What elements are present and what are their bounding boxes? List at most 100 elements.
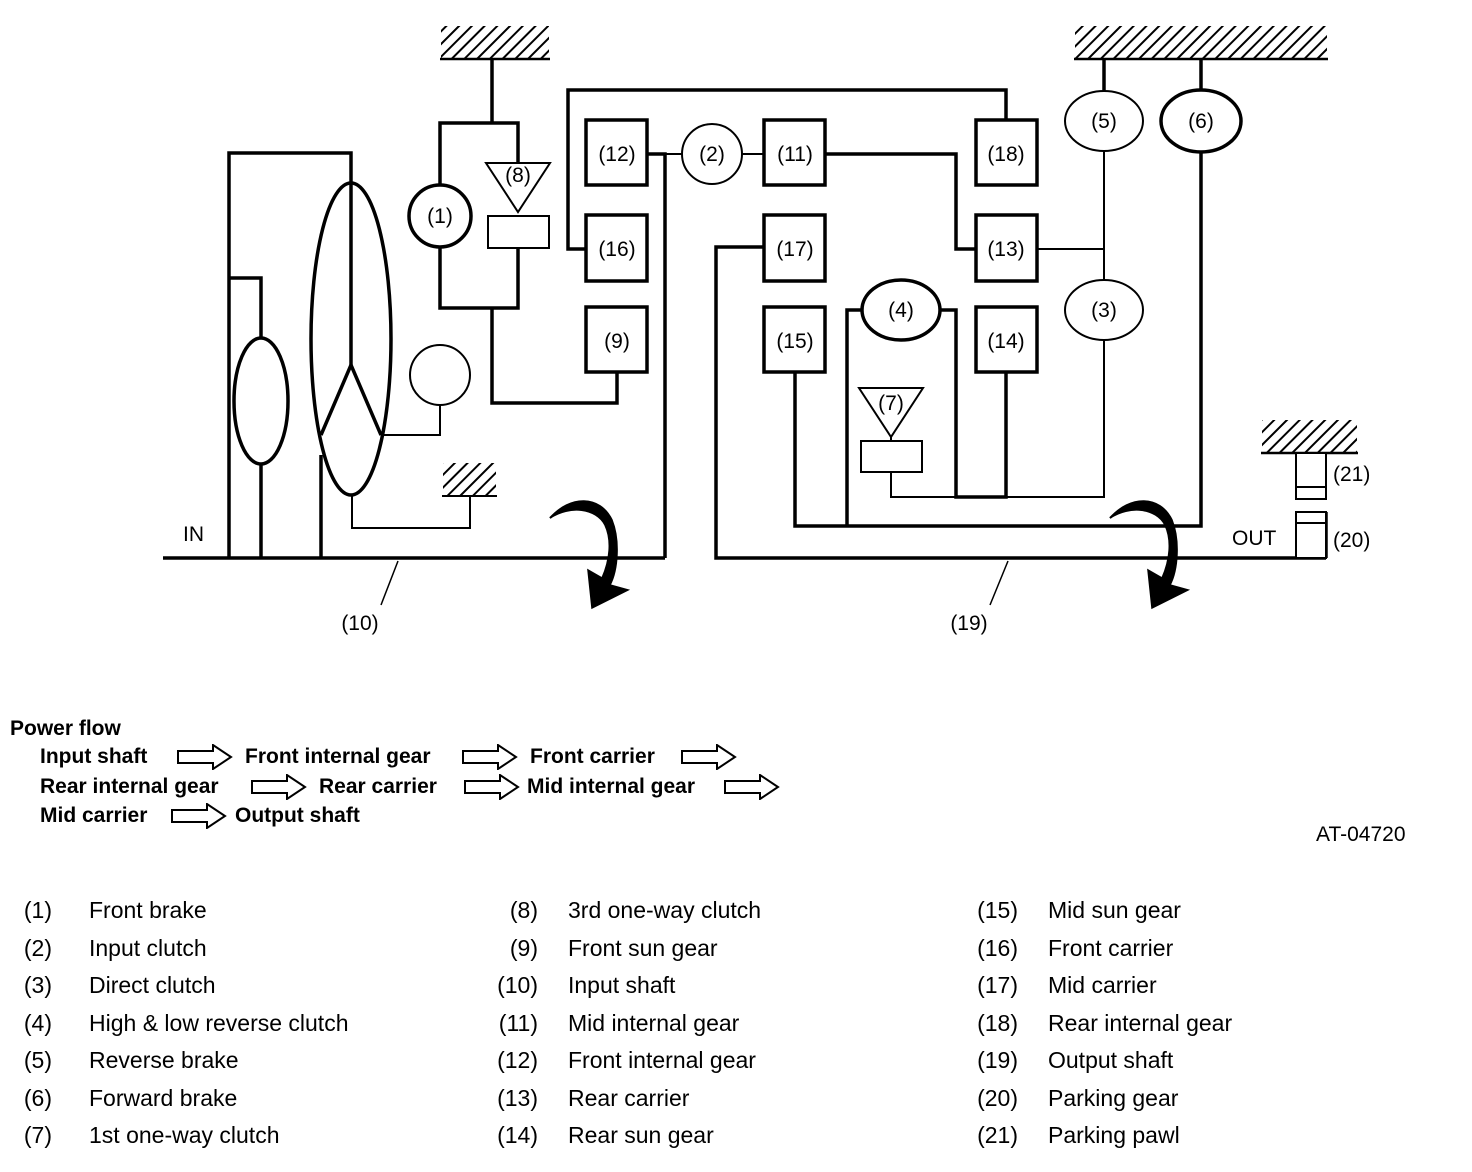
forward-brake: (6) [1159,88,1243,154]
legend-label: Front sun gear [568,935,718,961]
power-flow-step-1: Input shaft [40,745,148,768]
svg-text:(11): (11) [777,143,813,166]
rotation-arrow-output [1109,500,1191,610]
power-flow-step-8: Output shaft [235,804,360,827]
power-flow-arrow-icon [251,774,307,800]
svg-text:(13): (13) [987,238,1024,261]
legend-label: Rear carrier [568,1085,690,1111]
legend-number: (17) [977,972,1018,998]
rear-internal-gear [974,118,1039,187]
legend-number: (21) [977,1122,1018,1148]
legend-number: (12) [497,1047,538,1073]
power-flow-arrow-icon [171,803,227,829]
front-carrier [584,213,649,283]
legend-number: (14) [497,1122,538,1148]
power-flow-step-7: Mid carrier [40,804,148,827]
svg-text:(20): (20) [1333,529,1370,552]
legend-label: Front carrier [1048,935,1174,961]
legend-label: Input shaft [568,972,676,998]
reverse-brake: (5) [1064,90,1144,152]
in-label: IN [183,523,204,546]
rear-sun-gear [974,305,1039,374]
parking-pawl: (21) [1295,452,1370,500]
legend-label: Parking gear [1048,1085,1179,1111]
legend-label: High & low reverse clutch [89,1010,349,1036]
legend-number: (1) [23,897,52,923]
svg-text:(5): (5) [1091,110,1117,133]
front-internal-gear [584,118,649,187]
svg-text:(8): (8) [505,164,531,187]
power-flow-step-3: Front carrier [530,745,655,768]
first-one-way-clutch: (7) [857,387,925,473]
legend-label: Output shaft [1048,1047,1174,1073]
legend-number: (18) [977,1010,1018,1036]
legend-number: (3) [23,972,52,998]
legend-label: Rear internal gear [1048,1010,1233,1036]
housing-ground-mid [443,463,496,495]
input-clutch: (2) [681,123,743,185]
svg-text:(3): (3) [1091,299,1117,322]
legend-number: (6) [23,1085,52,1111]
legend-label: Parking pawl [1048,1122,1180,1148]
power-flow-arrow-icon [724,774,780,800]
legend-label: Mid internal gear [568,1010,740,1036]
power-flow-step-4: Rear internal gear [40,775,219,798]
legend-number: (15) [977,897,1018,923]
legend-number: (13) [497,1085,538,1111]
parking-gear: (20) [1295,511,1370,559]
legend-label: Direct clutch [89,972,216,998]
power-flow-arrow-icon [462,744,518,770]
rear-carrier [974,213,1039,283]
legend-number: (4) [23,1010,52,1036]
legend-number: (9) [509,935,538,961]
housing-ground-pawl [1262,420,1357,452]
mid-sun-gear [762,305,827,374]
legend-label: Front internal gear [568,1047,756,1073]
power-flow-step-5: Rear carrier [319,775,437,798]
legend-label: Front brake [89,897,207,923]
power-flow-title: Power flow [10,717,121,740]
figure-code: AT-04720 [1316,823,1406,846]
legend-number: (20) [977,1085,1018,1111]
high-low-reverse-clutch: (4) [860,278,942,342]
front-brake: (1) [407,183,473,249]
oil-pump-circle [409,344,471,406]
power-flow-arrow-icon [681,744,737,770]
power-flow-step-6: Mid internal gear [527,775,696,798]
svg-text:(7): (7) [878,392,904,415]
legend-label: Mid carrier [1048,972,1157,998]
svg-text:(17): (17) [776,238,813,261]
out-label: OUT [1232,527,1277,550]
legend-label: Mid sun gear [1048,897,1181,923]
output-shaft-label: (19) [950,612,987,635]
svg-text:(6): (6) [1188,110,1214,133]
svg-text:(14): (14) [987,330,1024,353]
legend-label: Input clutch [89,935,207,961]
legend-number: (16) [977,935,1018,961]
legend-number: (2) [23,935,52,961]
input-shaft-label: (10) [341,612,378,635]
legend-number: (5) [23,1047,52,1073]
svg-text:(12): (12) [598,143,635,166]
third-one-way-clutch: (8) [484,162,552,249]
transmission-schematic: (1) (2) (3) (4) (5) (6) (8) (7) [163,26,1370,635]
legend-label: 3rd one-way clutch [568,897,762,923]
legend-label: 1st one-way clutch [89,1122,280,1148]
svg-text:(16): (16) [598,238,635,261]
power-flow-step-2: Front internal gear [245,745,431,768]
front-sun-gear [584,305,649,374]
rotation-arrow-input [549,500,631,610]
legend-number: (19) [977,1047,1018,1073]
mid-internal-gear [762,118,827,187]
housing-ground-top-right [1075,26,1327,58]
mid-carrier [762,213,827,283]
legend-number: (11) [498,1010,538,1036]
power-flow-arrow-icon [464,774,520,800]
legend-number: (8) [509,897,538,923]
legend-number: (7) [23,1122,52,1148]
svg-text:(18): (18) [987,143,1024,166]
legend-number: (10) [497,972,538,998]
legend-label: Rear sun gear [568,1122,714,1148]
svg-text:(21): (21) [1333,463,1370,486]
svg-text:(9): (9) [604,330,630,353]
